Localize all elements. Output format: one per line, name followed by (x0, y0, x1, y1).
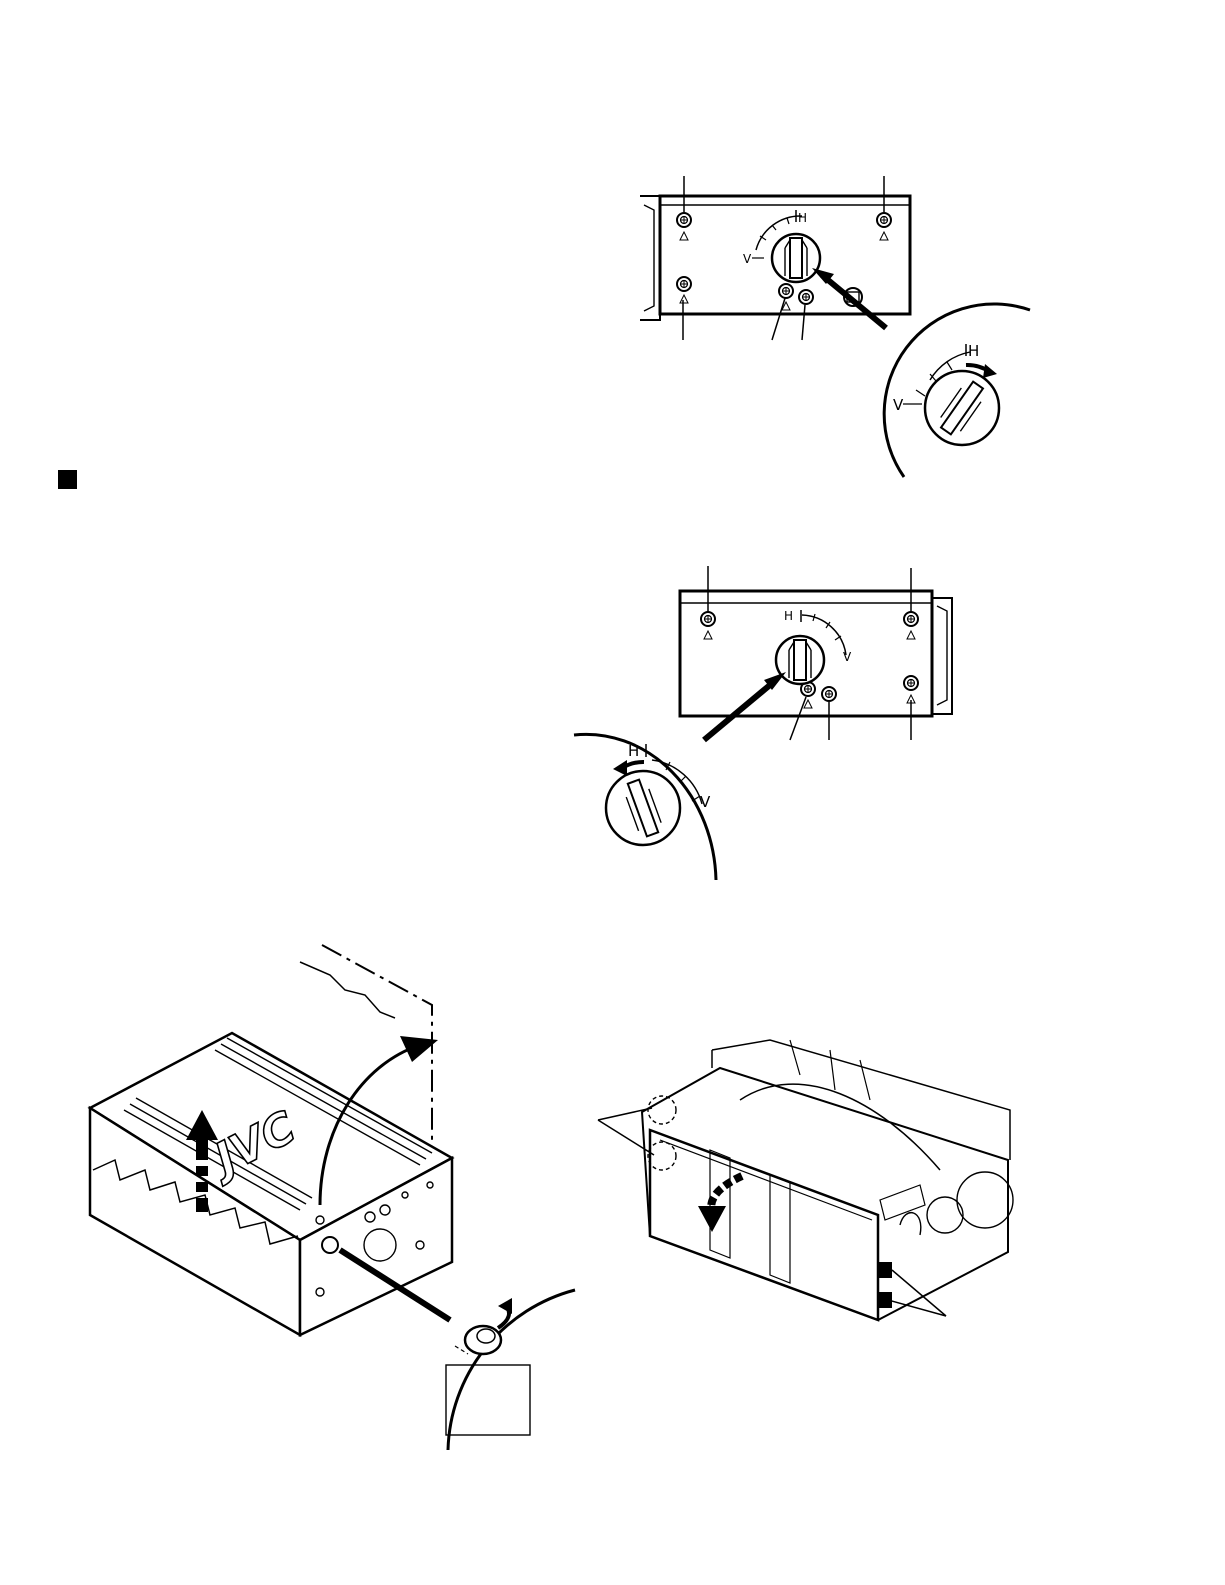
zoom-detail-callout: H V (574, 734, 716, 880)
dial-h-label: H (784, 609, 793, 623)
zoom-h-label: H (628, 742, 639, 760)
mounting-screw-icon (677, 213, 691, 227)
figure-3-cover-removal: JVC (90, 945, 575, 1450)
mounting-screw-icon (779, 284, 793, 298)
figure-4-front-panel-removal (598, 1040, 1013, 1320)
figure-2-panel-diagram: H V H V (574, 566, 952, 880)
mounting-screw-icon (799, 290, 813, 304)
mounting-screw-icon (904, 612, 918, 626)
mounting-screw-icon (904, 676, 918, 690)
mounting-screw-icon (822, 687, 836, 701)
lock-screw-icon (322, 1237, 338, 1253)
figure-1-panel-diagram: H V H V (640, 176, 1030, 477)
mounting-screw-icon (877, 213, 891, 227)
zoom-v-label: V (893, 396, 904, 414)
mounting-screw-icon (701, 612, 715, 626)
mounting-screw-icon (677, 277, 691, 291)
dial-v-label: V (843, 650, 852, 664)
angle-adjust-knob-icon (772, 234, 820, 282)
rotate-arrow-icon (613, 760, 627, 776)
rotate-arrow-icon (498, 1298, 512, 1314)
dial-v-label: V (743, 252, 752, 266)
zoom-h-label: H (968, 342, 979, 360)
zoom-detail-callout (446, 1290, 575, 1450)
zoom-detail-callout: H V (884, 304, 1030, 477)
dial-h-label: H (798, 211, 807, 225)
rotate-arrow-icon (983, 364, 997, 378)
zoom-v-label: V (700, 793, 711, 811)
angle-adjust-knob-icon (776, 636, 824, 684)
